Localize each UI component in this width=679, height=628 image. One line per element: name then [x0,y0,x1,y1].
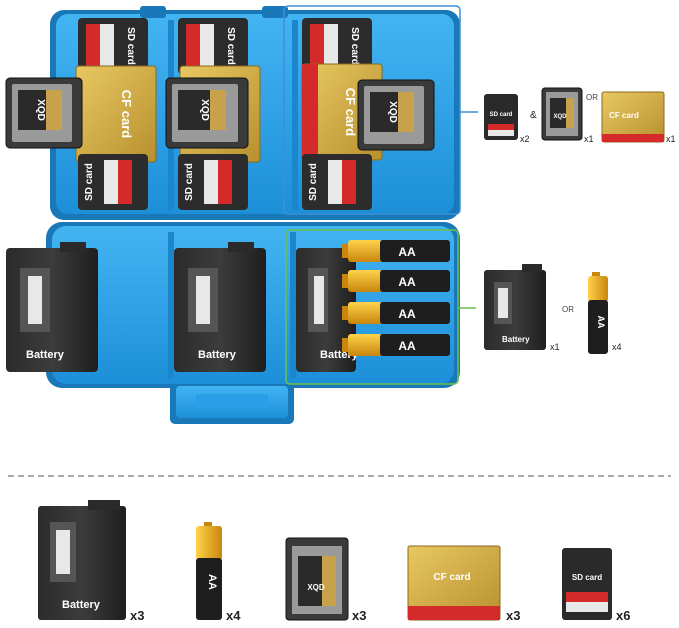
total-cf-card: CF card [407,545,501,621]
legend-cf-count: x1 [666,134,676,144]
legend-cards: SD card x2 & XQD x1 OR CF card x1 [484,87,676,144]
cf-card-slot: CF card [75,65,157,163]
sd-card-label: SD card [84,163,95,201]
total-sd-card: SD card [562,548,612,620]
sd-card-slot: SD card [178,154,248,210]
aa-label: AA [398,245,416,259]
legend-aa-count: x4 [612,342,622,352]
xqd-card-slot: XQD [357,79,435,151]
aa-label: AA [596,316,606,329]
cf-card-label: CF card [343,88,358,136]
legend-batteries: Battery x1 OR AA x4 [484,264,622,354]
sd-card-slot: SD card [78,18,148,74]
sd-card-slot: SD card [302,154,372,210]
legend-or-label: OR [562,305,574,314]
camera-battery: Battery [174,242,266,372]
slot-highlight-green [285,229,459,385]
xqd-card-label: XQD [307,583,325,592]
sd-card-label: SD card [490,112,513,118]
xqd-card-label: XQD [553,114,567,120]
legend-xqd-count: x1 [584,134,594,144]
legend-sd-card: SD card [484,94,518,140]
total-cf-count: x3 [506,608,520,623]
xqd-card-label: XQD [387,101,398,123]
slot-highlight-blue [283,5,461,215]
legend-battery-count: x1 [550,342,560,352]
column-3: SD card CF card XQD SD card [301,18,435,210]
aa-label: AA [398,275,416,289]
sd-card-label: SD card [308,163,319,201]
legend-sd-count: x2 [520,134,530,144]
aa-battery: AA [342,302,450,324]
battery-label: Battery [62,599,101,611]
sd-card-label: SD card [125,27,136,65]
sd-card-label: SD card [184,163,195,201]
total-sd-count: x6 [616,608,630,623]
column-1: SD card CF card XQD SD card [5,18,157,210]
aa-label: AA [398,339,416,353]
card-case-top: SD card CF card XQD SD card [5,5,461,220]
aa-label: AA [206,574,218,590]
total-camera-battery: Battery [38,500,126,620]
cf-card-label: CF card [433,572,470,583]
sd-card-slot: SD card [78,154,148,210]
cf-card-label: CF card [119,90,134,138]
cf-card-label: CF card [609,111,639,120]
battery-case-bottom: Battery Battery Battery AA AA [6,222,460,424]
battery-label: Battery [198,349,237,361]
legend-or-label: OR [586,93,598,102]
sd-card-label: SD card [572,573,602,582]
legend-camera-battery: Battery [484,264,546,350]
camera-battery: Battery [6,242,98,372]
total-aa-battery: AA [196,522,222,620]
legend-amp: & [530,110,537,121]
column-2: SD card XQD SD card [165,18,261,210]
legend-cf-card: CF card [601,91,665,143]
xqd-card-label: XQD [35,99,46,121]
aa-battery: AA [342,270,450,292]
xqd-card-slot: XQD [165,77,249,149]
total-aa-count: x4 [226,608,241,623]
bottom-totals: Battery x3 AA x4 XQD x3 CF card x3 [38,500,630,623]
legend-aa-battery: AA [588,272,608,354]
aa-battery: AA [342,334,450,356]
total-battery-count: x3 [130,608,144,623]
total-xqd-card: XQD [285,537,349,621]
battery-label: Battery [26,349,65,361]
battery-label: Battery [502,335,530,344]
sd-card-label: SD card [349,27,360,65]
legend-xqd-card: XQD [541,87,583,141]
sd-card-slot: SD card [178,18,248,74]
camera-battery: Battery [296,248,359,372]
aa-battery: AA [342,240,450,262]
xqd-card-label: XQD [199,99,210,121]
sd-card-label: SD card [225,27,236,65]
sd-card-slot: SD card [302,18,372,74]
total-xqd-count: x3 [352,608,366,623]
xqd-card-slot: XQD [5,77,83,149]
aa-label: AA [398,307,416,321]
